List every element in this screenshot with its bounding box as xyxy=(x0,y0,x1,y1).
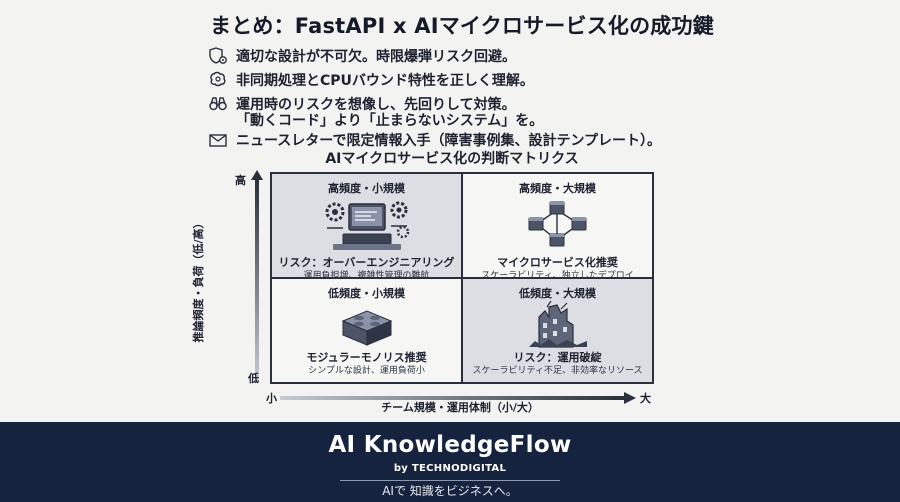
cell-high-frequency-small-team: 高頻度・小規模 リスク：オーバーエンジニアリング 運用負担増、複雑性管理の難航 xyxy=(271,173,462,278)
cell-high-frequency-large-team: 高頻度・大規模 マイクロサービス化推奨 スケーラビリティ、独立したデプロイ xyxy=(462,173,653,278)
network-blocks-icon xyxy=(528,201,586,247)
bullet-item: 非同期処理とCPUバウンド特性を正しく理解。 xyxy=(206,68,726,92)
matrix-title: AIマイクロサービス化の判断マトリクス xyxy=(325,151,579,167)
bullet-item: 適切な設計が不可欠。時限爆弾リスク回避。 xyxy=(206,44,726,68)
ruined-building-icon xyxy=(528,300,587,348)
cell-label: リスク：オーバーエンジニアリング xyxy=(278,256,455,269)
cell-low-frequency-large-team: 低頻度・大規模 リスク：運用破綻 スケーラビリティ不足、非効率なリソース xyxy=(462,278,653,383)
y-axis-label: 推論頻度・負荷（低/高） xyxy=(192,217,205,343)
building-block-icon xyxy=(341,310,392,346)
mail-icon xyxy=(206,130,230,150)
x-axis-arrow xyxy=(280,396,626,400)
y-low-label: 低 xyxy=(248,372,259,385)
brand-tagline: AIで 知識をビジネスへ。 xyxy=(382,484,518,498)
cell-low-frequency-small-team: 低頻度・小規模 モジュラーモノリス推奨 シンプルな設計、運用負荷小 xyxy=(271,278,462,383)
x-axis-label: チーム規模・運用体制（小/大） xyxy=(381,401,539,414)
cell-description: シンプルな設計、運用負荷小 xyxy=(308,366,425,376)
x-small-label: 小 xyxy=(266,392,277,405)
cell-label: マイクロサービス化推奨 xyxy=(497,256,618,269)
cell-description: 運用負担増、複雑性管理の難航 xyxy=(303,271,430,278)
cell-label: リスク：運用破綻 xyxy=(513,351,602,364)
cell-header: 高頻度・大規模 xyxy=(519,182,596,195)
cell-label: モジュラーモノリス推奨 xyxy=(306,351,427,364)
cell-description: スケーラビリティ不足、非効率なリソース xyxy=(472,366,643,376)
y-high-label: 高 xyxy=(235,174,246,187)
bullet-item: 「動くコード」より「止まらないシステム」を。 xyxy=(206,112,726,129)
cell-header: 低頻度・大規模 xyxy=(519,287,596,300)
page-title: まとめ：FastAPI x AIマイクロサービス化の成功鍵 xyxy=(210,14,714,38)
bullet-text: ニュースレターで限定情報入手（障害事例集、設計テンプレート）。 xyxy=(236,133,662,149)
bullet-text: 運用時のリスクを想像し、先回りして対策。 xyxy=(236,97,516,113)
bullet-text: 「動くコード」より「止まらないシステム」を。 xyxy=(236,113,544,129)
cell-header: 高頻度・小規模 xyxy=(328,182,405,195)
shield-gear-icon xyxy=(206,46,230,66)
bullet-item: 運用時のリスクを想像し、先回りして対策。 xyxy=(206,92,726,116)
brand-name: AI KnowledgeFlow xyxy=(328,432,572,458)
computer-gears-icon xyxy=(325,201,409,250)
x-large-label: 大 xyxy=(640,392,651,405)
binoculars-icon xyxy=(206,94,230,114)
summary-list: 適切な設計が不可欠。時限爆弾リスク回避。 非同期処理とCPUバウンド特性を正しく… xyxy=(206,44,726,152)
cell-description: スケーラビリティ、独立したデプロイ xyxy=(481,271,634,278)
bullet-text: 非同期処理とCPUバウンド特性を正しく理解。 xyxy=(236,73,534,89)
decision-matrix: 高頻度・小規模 リスク：オーバーエンジニアリング 運用負担増、複雑性管理の難航 … xyxy=(270,172,654,384)
brand-byline: by TECHNODIGITAL xyxy=(393,463,507,474)
brain-gear-icon xyxy=(206,70,230,90)
bullet-item: ニュースレターで限定情報入手（障害事例集、設計テンプレート）。 xyxy=(206,128,726,152)
footer-banner: AI KnowledgeFlow by TECHNODIGITAL AIで 知識… xyxy=(0,422,900,502)
y-axis-arrow xyxy=(255,178,259,382)
cell-header: 低頻度・小規模 xyxy=(328,287,405,300)
bullet-text: 適切な設計が不可欠。時限爆弾リスク回避。 xyxy=(236,49,516,65)
footer-divider xyxy=(340,480,560,481)
